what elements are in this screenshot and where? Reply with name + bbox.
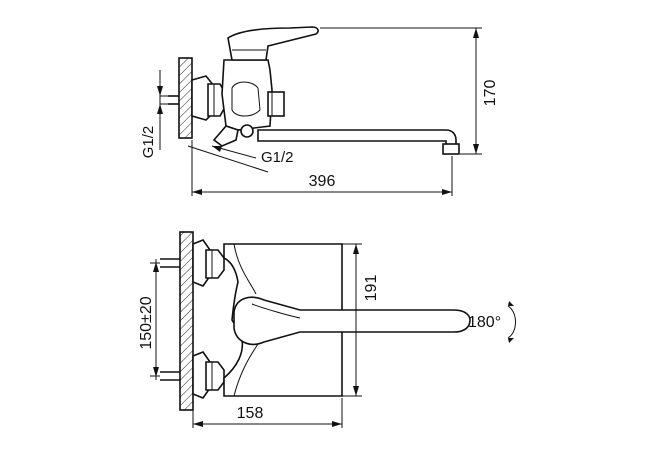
thread-g12-horizontal-label: G1/2 <box>261 149 294 166</box>
rotation-arrow-icon <box>507 305 516 339</box>
lever-handle-top <box>233 296 471 346</box>
wall-plate-top <box>179 231 194 411</box>
mixer-body-side <box>221 59 273 131</box>
dim-396-label: 396 <box>309 173 336 190</box>
wall-plate-side <box>178 57 193 139</box>
side-view: 170 396 G1/2 G1/2 <box>140 26 499 196</box>
dim-191-label: 191 <box>363 275 380 302</box>
dim-158-label: 158 <box>237 405 264 422</box>
rotation-label: 180° <box>468 314 501 331</box>
thread-g12-vertical-label: G1/2 <box>140 126 157 159</box>
dim-150-label: 150±20 <box>138 296 155 349</box>
top-view: 191 150±20 158 180° <box>138 231 516 428</box>
dim-170-label: 170 <box>482 80 499 107</box>
lever-handle-side <box>227 26 319 61</box>
